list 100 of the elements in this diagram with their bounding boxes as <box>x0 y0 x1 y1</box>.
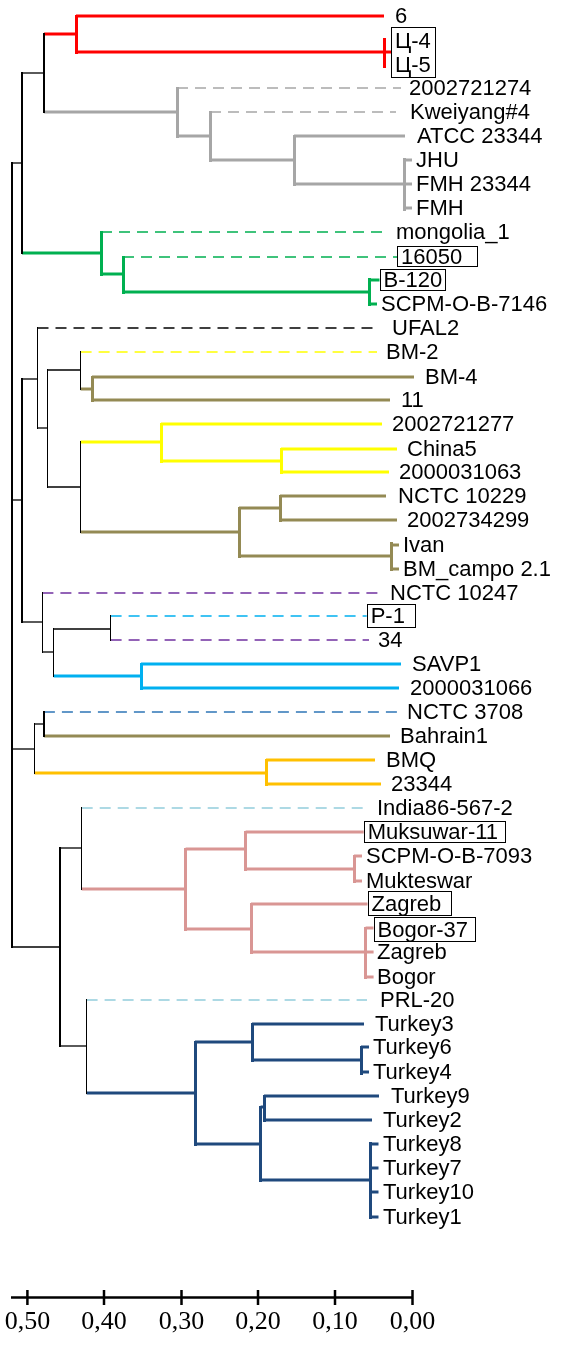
strain-label: SAVP1 <box>401 652 482 676</box>
branch-node <box>382 37 386 68</box>
branch-node <box>264 758 268 786</box>
branch-node <box>41 592 44 653</box>
strain-label: China5 <box>397 437 477 461</box>
tree-branch <box>44 110 177 114</box>
strain-label: Turkey2 <box>372 1108 462 1132</box>
strain-label: Turkey1 <box>378 1205 462 1229</box>
strain-label: mongolia_1 <box>382 220 510 244</box>
tree-branch <box>264 1094 379 1098</box>
strain-label: UFAL2 <box>375 316 460 340</box>
branch-node <box>402 157 406 211</box>
branch-node <box>175 86 179 138</box>
branch-node <box>359 1045 363 1075</box>
branch-node <box>159 422 163 463</box>
strain-label: Turkey7 <box>378 1156 462 1180</box>
branch-node <box>278 494 282 522</box>
tree-branch <box>251 950 366 954</box>
tree-branch <box>36 327 376 329</box>
tree-branch <box>100 231 383 233</box>
branch-node <box>46 369 49 488</box>
strain-label: ATCC 23344 <box>405 124 543 148</box>
branch-node <box>237 506 241 558</box>
strain-label: Kweiyang#4 <box>396 100 530 124</box>
tree-branch <box>21 72 45 74</box>
tree-branch <box>280 518 397 522</box>
label-box <box>391 27 436 78</box>
tree-branch <box>46 486 82 488</box>
tree-branch <box>36 427 49 429</box>
tree-branch <box>46 369 82 371</box>
strain-label: Bogor <box>373 965 436 989</box>
branch-node <box>292 134 296 186</box>
strain-label: India86-567-2 <box>363 796 513 820</box>
tree-branch <box>41 651 55 653</box>
tree-branch <box>101 272 123 276</box>
branch-node <box>52 628 55 677</box>
strain-label: Turkey8 <box>378 1132 462 1156</box>
tree-branch <box>22 251 101 255</box>
tree-branch <box>266 782 381 786</box>
strain-label: Zagreb <box>373 940 447 964</box>
strain-label: SCPM-O-B-7146 <box>377 292 548 316</box>
tree-branch <box>80 530 239 534</box>
strain-label: NCTC 10229 <box>386 484 527 508</box>
strain-label: BM-2 <box>377 340 439 364</box>
strain-label: 11 <box>390 388 424 412</box>
boxed-strain-label: B-120 <box>379 269 447 291</box>
tree-branch <box>21 378 39 380</box>
branch-node <box>369 1141 372 1219</box>
strain-label: Ivan <box>399 533 445 557</box>
branch-node <box>85 999 88 1094</box>
tree-branch <box>176 87 402 89</box>
strain-label: Bahrain1 <box>390 724 489 748</box>
tree-branch <box>281 447 397 451</box>
strain-label: BM-4 <box>414 365 478 389</box>
tree-branch <box>239 554 391 558</box>
branch-node <box>109 615 112 641</box>
tree-branch <box>53 674 141 678</box>
branch-node <box>249 902 253 954</box>
strain-label: PRL-20 <box>367 988 455 1012</box>
tree-branch <box>294 182 404 186</box>
tree-branch <box>141 686 399 690</box>
tree-branch <box>76 50 384 54</box>
strain-label: SCPM-O-B-7093 <box>362 844 533 868</box>
tree-branch <box>239 506 280 510</box>
tree-branch <box>252 1022 364 1026</box>
strain-label: Turkey10 <box>378 1180 474 1204</box>
tree-branch <box>85 999 368 1001</box>
branch-node <box>184 847 188 931</box>
tree-branch <box>34 771 266 775</box>
tree-branch <box>260 1178 371 1182</box>
branch-node <box>99 230 103 276</box>
tree-branch <box>266 758 375 762</box>
strain-label: 2002721274 <box>401 76 532 100</box>
tree-branch <box>11 946 61 948</box>
branch-node <box>367 277 371 306</box>
branch-node <box>33 723 36 774</box>
branch-node <box>244 830 248 871</box>
strain-label: JHU <box>412 148 459 172</box>
tree-branch <box>92 375 414 379</box>
tree-branch <box>76 14 384 18</box>
tree-branch <box>80 440 161 444</box>
strain-label: Turkey9 <box>379 1084 470 1108</box>
axis-tick-label: 0,50 <box>4 1307 51 1335</box>
tree-branch <box>81 807 364 809</box>
strain-label: Turkey6 <box>369 1035 452 1059</box>
branch-node <box>352 854 356 883</box>
tree-branch <box>281 470 389 474</box>
tree-branch <box>280 494 386 498</box>
axis-tick-label: 0,40 <box>81 1307 127 1335</box>
strain-label: 2002721277 <box>382 412 515 436</box>
tree-branch <box>86 1091 195 1095</box>
tree-branch <box>123 290 369 294</box>
tree-branch <box>11 162 23 164</box>
tree-branch <box>11 748 36 750</box>
tree-branch <box>21 621 44 623</box>
strain-label: 34 <box>369 628 403 652</box>
boxed-strain-label: Bogor-37 <box>373 917 476 942</box>
branch-node <box>139 662 143 690</box>
branch-node <box>262 1094 266 1122</box>
tree-branch <box>210 158 294 162</box>
